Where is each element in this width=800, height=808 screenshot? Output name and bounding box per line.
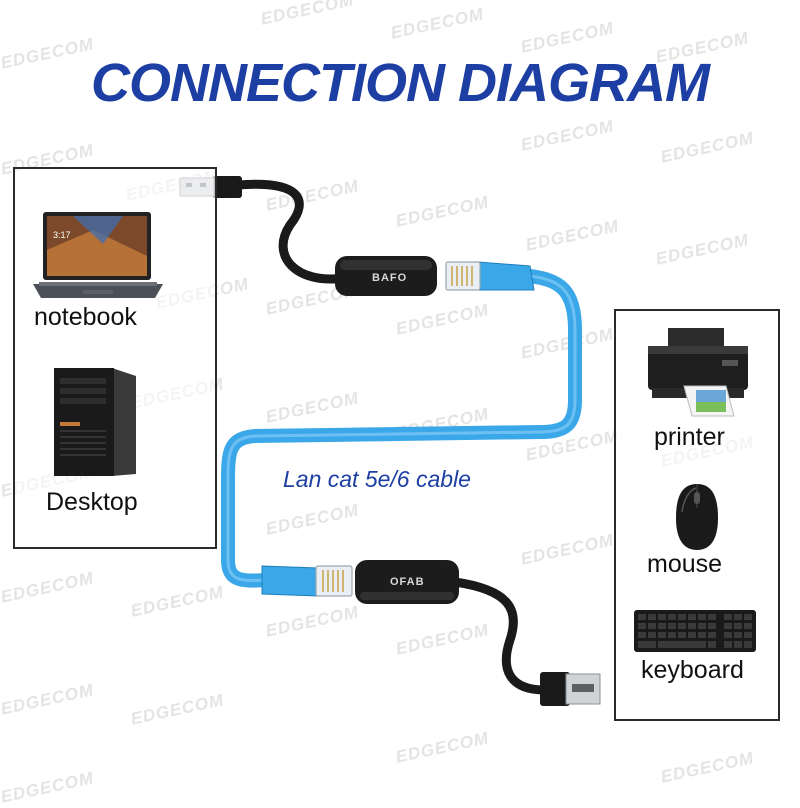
usb-cord-bottom — [450, 577, 550, 695]
rj45-connector-top — [445, 261, 535, 291]
svg-text:3:17: 3:17 — [53, 230, 71, 240]
device-label-keyboard: keyboard — [641, 656, 744, 684]
adapter-brand-bottom: OFAB — [390, 576, 425, 588]
adapter-brand-top: BAFO — [372, 272, 407, 284]
desktop-tower-icon — [54, 368, 136, 476]
printer-icon — [648, 328, 748, 417]
extender-adapter-top: BAFO — [335, 256, 437, 296]
extender-adapter-bottom: OFAB — [355, 560, 459, 604]
diagram-title: CONNECTION DIAGRAM — [91, 53, 710, 113]
usb-socket-bottom — [540, 672, 601, 706]
mouse-icon — [676, 484, 718, 550]
device-label-desktop: Desktop — [46, 488, 138, 516]
lan-cable — [221, 269, 582, 588]
laptop-icon: 3:17 — [33, 212, 163, 298]
device-label-mouse: mouse — [647, 550, 723, 578]
cable-label: Lan cat 5e/6 cable — [283, 466, 471, 492]
device-label-notebook: notebook — [34, 303, 137, 331]
keyboard-icon — [634, 610, 756, 652]
rj45-connector-bottom — [261, 565, 353, 597]
device-label-printer: printer — [654, 423, 725, 451]
usb-cord-top — [233, 179, 350, 284]
